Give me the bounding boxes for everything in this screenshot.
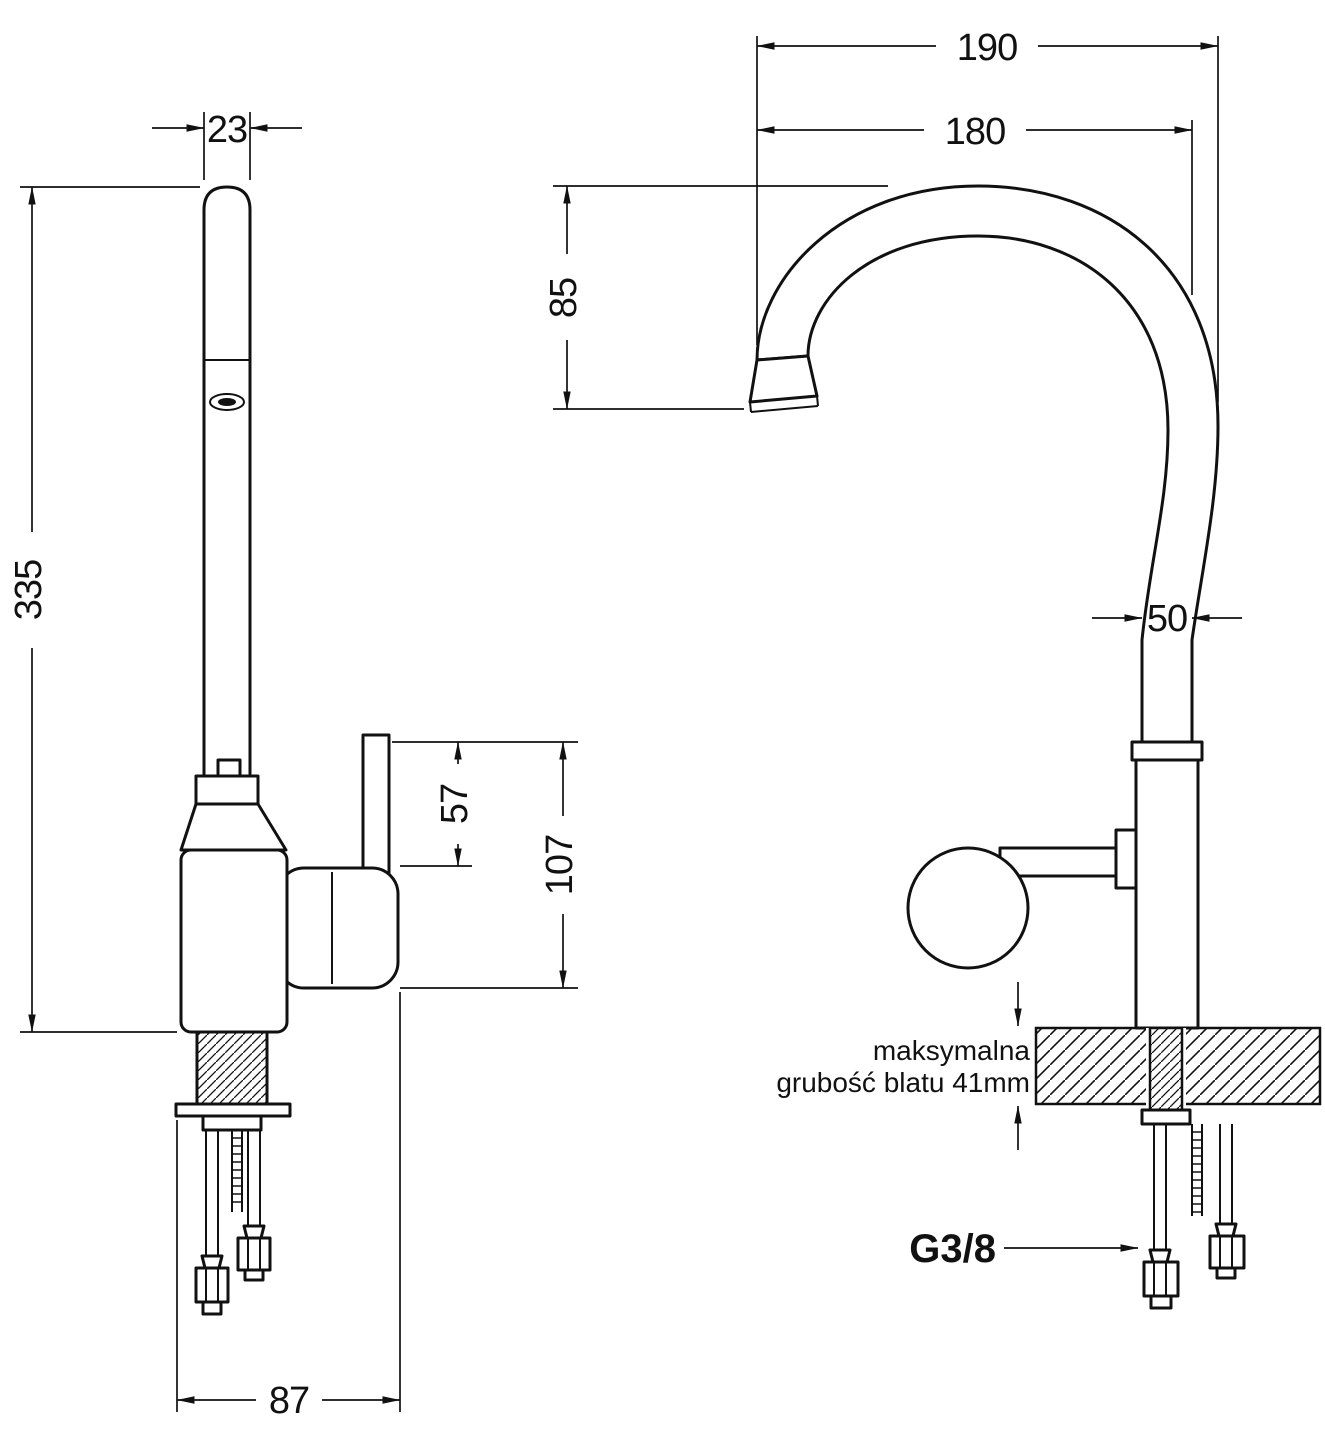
supply-hose: [236, 1130, 272, 1282]
dim-lever-height: 57: [392, 741, 578, 989]
thread-size-label: G3/8: [909, 1227, 996, 1271]
dim-column-width: 50: [1092, 598, 1242, 640]
threaded-shank: [1148, 1026, 1184, 1112]
lower-collar: [1140, 1108, 1192, 1126]
extension-lines: [553, 185, 888, 410]
mixer-body: [1134, 758, 1200, 1030]
label-backing: [15, 532, 49, 648]
dim-label: 85: [543, 278, 585, 318]
dim-label: 50: [1147, 598, 1187, 640]
nozzle-end-face: [749, 395, 819, 413]
threaded-shank: [195, 1030, 269, 1106]
dim-overall-width: 190: [756, 26, 1219, 402]
handle-base: [1114, 828, 1138, 890]
dim-label: 190: [957, 27, 1017, 69]
hose-nut: [1208, 1234, 1246, 1270]
label-backing: [441, 764, 475, 844]
base-collar: [1130, 740, 1204, 762]
upper-collar: [194, 774, 260, 806]
lower-collar: [201, 1114, 263, 1132]
label-backing: [546, 816, 580, 914]
dim-label: 23: [207, 109, 247, 151]
dim-label: 180: [945, 111, 1005, 153]
dim-label: 107: [539, 835, 581, 895]
dim-total-height: 335: [8, 186, 200, 1033]
dim-label: 87: [269, 1380, 309, 1422]
supply-hose: [194, 1130, 230, 1316]
spout-nozzle: [748, 354, 819, 404]
dim-spout-diameter: 23: [152, 109, 302, 180]
extension-lines: [176, 992, 401, 1412]
supply-hose: [1208, 1124, 1246, 1280]
dim-label: 335: [8, 560, 50, 620]
handle-arm: [998, 846, 1118, 878]
handle-housing: [276, 866, 400, 990]
mounting-stud: [231, 1130, 243, 1212]
label-backing: [924, 110, 1026, 150]
counter-note-line2: grubość blatu 41mm: [776, 1067, 1030, 1098]
supply-hose: [1142, 1124, 1180, 1310]
extension-lines: [20, 186, 200, 1033]
hose-nut: [1142, 1260, 1180, 1298]
label-backing: [550, 254, 584, 340]
mixer-body: [179, 848, 289, 1034]
front-view: 190 180 85 50: [543, 26, 1322, 1310]
extension-lines: [203, 112, 251, 180]
counter-note-line1: maksymalna: [873, 1035, 1031, 1066]
side-view: 23 335 57 107 87: [8, 109, 581, 1422]
mounting-stud: [1191, 1124, 1203, 1216]
aerator-core: [218, 398, 236, 406]
body-shoulder: [179, 802, 288, 852]
mounting-flange: [174, 1102, 292, 1118]
gooseneck-spout: [755, 184, 1220, 744]
hose-nut: [236, 1236, 272, 1272]
dim-base-width: 87: [176, 992, 401, 1422]
label-backing: [256, 1380, 322, 1420]
hose-nut: [194, 1266, 230, 1304]
handle-lever: [361, 733, 391, 879]
thread-size-callout: G3/8: [909, 1227, 1139, 1271]
dim-spout-height: 85: [543, 185, 888, 410]
extension-lines: [756, 36, 1219, 402]
spout-pipe: [202, 185, 252, 778]
dim-label: 57: [434, 784, 476, 824]
handle-knob: [906, 846, 1030, 970]
dim-body-height: 107: [539, 741, 581, 989]
counter-thickness-callout: maksymalna grubość blatu 41mm: [776, 982, 1030, 1150]
label-backing: [936, 26, 1038, 66]
dim-spout-reach: 180: [756, 110, 1193, 295]
